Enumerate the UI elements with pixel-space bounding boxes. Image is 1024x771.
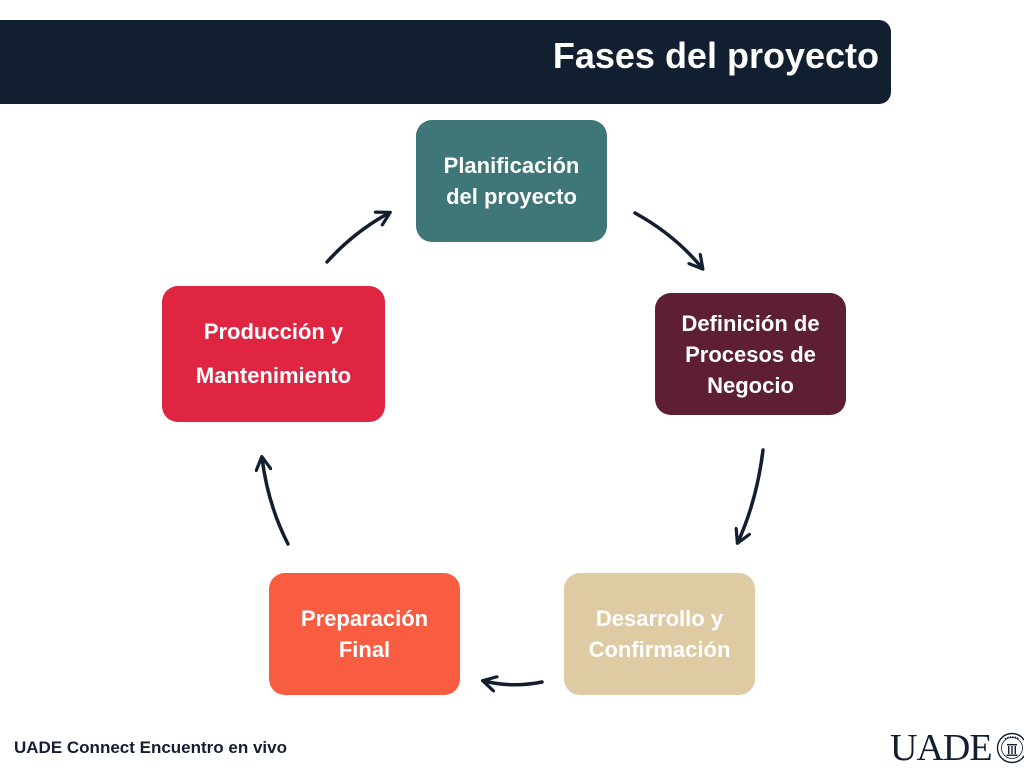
arrow-2-to-3 — [738, 448, 765, 542]
phase-label-line: Desarrollo y — [595, 606, 724, 631]
page-title: Fases del proyecto — [552, 35, 879, 76]
title-bar: Fases del proyecto — [0, 20, 891, 104]
phase-label-line: Confirmación — [588, 637, 731, 662]
fundacion-seal-icon — [996, 732, 1024, 764]
phase-label-line: Producción y — [203, 319, 344, 344]
phase-label-line: del proyecto — [446, 184, 577, 209]
footer-caption: UADE Connect Encuentro en vivo — [14, 738, 287, 757]
phase-label-line: Final — [338, 637, 391, 662]
phase-planificacion: Planificación del proyecto — [416, 120, 607, 242]
phase-desarrollo: Desarrollo y Confirmación — [564, 573, 755, 695]
phase-label-line: Preparación — [300, 606, 429, 631]
phase-label-line: Definición de — [681, 310, 820, 336]
phase-label-line: Mantenimiento — [195, 363, 352, 388]
arrow-4-to-5 — [262, 458, 290, 546]
phase-label-line: Negocio — [707, 372, 794, 398]
uade-logo: UADE — [890, 725, 1024, 771]
phase-label-line: Planificación — [443, 153, 580, 178]
arrow-1-to-2 — [633, 211, 702, 268]
arrow-5-to-1 — [325, 213, 389, 264]
phase-produccion: Producción y Mantenimiento — [162, 286, 385, 422]
arrow-3-to-4 — [484, 681, 544, 685]
phase-preparacion-final: Preparación Final — [269, 573, 460, 695]
logo-wordmark: UADE — [890, 727, 993, 769]
phase-definicion-procesos: Definición de Procesos de Negocio — [655, 293, 846, 415]
phase-label-line: Procesos de — [685, 341, 816, 367]
